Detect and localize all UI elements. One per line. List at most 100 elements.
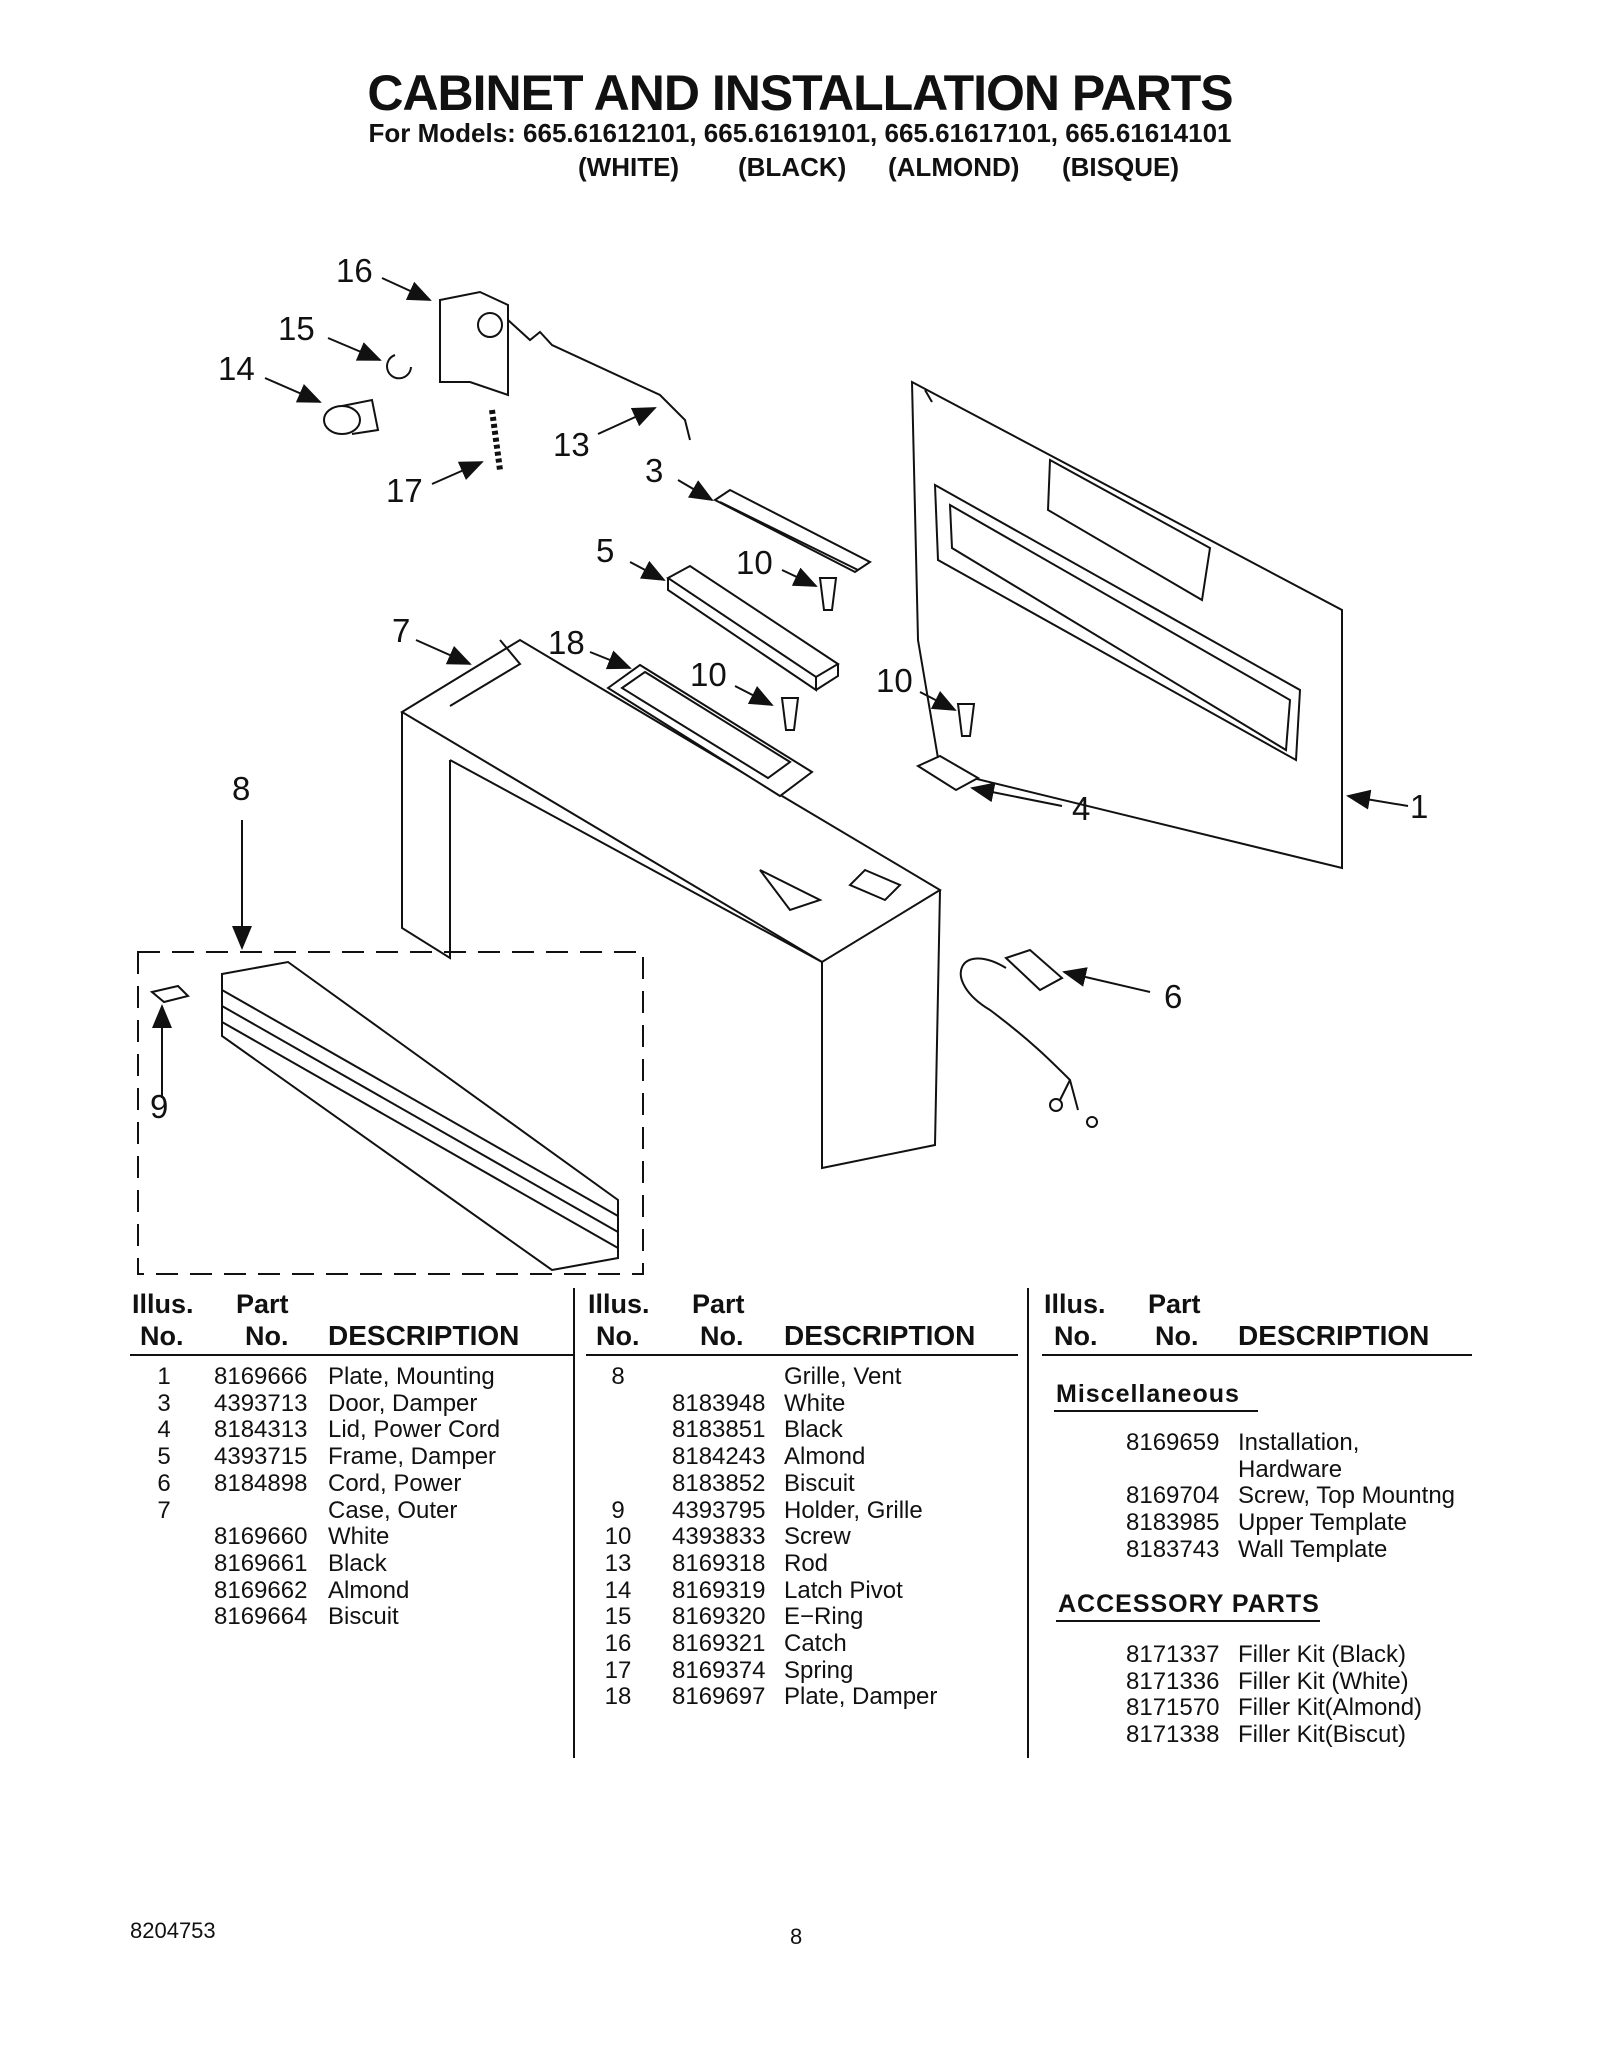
part-number: 8169320 [672,1603,766,1631]
part-description: Latch Pivot [784,1576,903,1604]
grille-holder [149,984,190,1004]
part-number: 8169318 [672,1549,766,1577]
part-number: 8169661 [214,1549,308,1577]
part-description: Biscuit [784,1469,855,1497]
misc-title-underline [1054,1410,1258,1412]
part-description: Hardware [1238,1455,1343,1483]
callout-6: 6 [1164,978,1182,1015]
col2-illus-label: Illus. [588,1289,650,1319]
part-number: 8171570 [1126,1694,1220,1722]
power-cord-lid [915,754,981,792]
part-number: 8169319 [672,1576,766,1604]
part-number: 8171336 [1126,1667,1220,1695]
col2-part-label: Part [692,1289,745,1319]
col2-description-label: DESCRIPTION [784,1320,976,1351]
col1-part-label: Part [236,1289,289,1319]
accessory-title-underline [1056,1620,1320,1622]
part-number: 8171337 [1126,1641,1220,1668]
part-number: 8183852 [672,1469,766,1497]
col3-illus-no: No. [1054,1321,1098,1351]
part-description: Filler Kit (Black) [1238,1641,1407,1668]
callout-1: 1 [1410,788,1428,825]
part-number: 8169662 [214,1576,308,1604]
col3-description-label: DESCRIPTION [1238,1320,1430,1351]
part-description: Case, Outer [328,1496,458,1524]
damper-frame [666,564,840,692]
column-divider-2 [1027,1288,1029,1758]
part-number: 8169704 [1126,1482,1220,1510]
callout-15: 15 [278,310,315,347]
document-number: 8204753 [130,1918,216,1943]
part-number: 8184243 [672,1443,766,1471]
callout-17: 17 [386,472,423,509]
part-number: 8183985 [1126,1509,1220,1537]
illus-number: 9 [611,1496,625,1524]
part-description: Wall Template [1238,1535,1388,1563]
col3-illus-label: Illus. [1044,1289,1106,1319]
col3-part-label: Part [1148,1289,1201,1319]
color-almond: (ALMOND) [888,152,1020,182]
page-number: 8 [790,1924,803,1949]
outer-case [400,638,942,1170]
illus-number: 6 [157,1469,171,1497]
color-black: (BLACK) [738,152,847,182]
misc-section-title: Miscellaneous [1056,1380,1240,1408]
callout-10-c: 10 [876,662,913,699]
illus-number: 10 [604,1523,632,1551]
part-description: Holder, Grille [784,1496,923,1524]
part-description: Filler Kit(Biscut) [1238,1721,1407,1749]
part-description: Almond [328,1576,410,1604]
col3-header-rule [1042,1354,1472,1356]
part-number: 8183743 [1126,1535,1220,1563]
color-white: (WHITE) [578,152,680,182]
col2-header-rule [586,1354,1018,1356]
part-number: 8183948 [672,1389,766,1417]
part-number: 8184313 [214,1416,308,1444]
illus-number: 7 [157,1496,171,1524]
illus-number: 17 [604,1656,632,1684]
callout-14: 14 [218,350,255,387]
part-number: 8171338 [1126,1721,1220,1749]
damper-door [713,488,872,574]
illus-number: 4 [157,1416,171,1444]
part-number: 4393715 [214,1443,308,1471]
part-description: Installation, [1238,1429,1360,1456]
callout-13: 13 [553,426,590,463]
col1-illus-no: No. [140,1321,184,1351]
part-description: Rod [784,1549,829,1577]
part-description: Upper Template [1238,1509,1407,1537]
part-number: 8169660 [214,1523,308,1551]
part-number: 4393833 [672,1523,766,1551]
part-number: 8169659 [1126,1429,1220,1456]
part-number: 8169321 [672,1630,766,1657]
part-number: 8169697 [672,1683,766,1711]
callout-18: 18 [548,624,585,661]
part-number: 8169664 [214,1603,308,1631]
part-description: Grille, Vent [784,1363,902,1390]
part-description: Frame, Damper [328,1443,497,1471]
part-description: Screw [784,1523,851,1551]
part-number: 4393795 [672,1496,766,1524]
callout-8: 8 [232,770,250,807]
callout-10-b: 10 [690,656,727,693]
part-number: 8169666 [214,1363,308,1390]
part-description: Catch [784,1630,847,1657]
part-description: White [784,1389,846,1417]
part-description: Door, Damper [328,1389,478,1417]
illus-number: 15 [604,1603,632,1631]
illus-number: 5 [157,1443,171,1471]
color-bisque: (BISQUE) [1062,152,1179,182]
part-description: E−Ring [784,1603,864,1631]
part-description: Lid, Power Cord [328,1416,501,1444]
part-description: Black [784,1416,843,1444]
part-number: 8183851 [672,1416,766,1444]
illus-number: 18 [604,1683,632,1711]
part-description: Plate, Damper [784,1683,938,1711]
part-description: Plate, Mounting [328,1363,495,1390]
exploded-parts-diagram: 16 15 14 13 17 3 5 10 10 10 7 18 8 4 1 6… [137,252,1428,1275]
col1-header-rule [130,1354,574,1356]
illus-number: 1 [157,1363,171,1390]
callout-9: 9 [150,1088,168,1125]
part-description: Cord, Power [328,1469,462,1497]
col1-part-no: No. [245,1321,289,1351]
